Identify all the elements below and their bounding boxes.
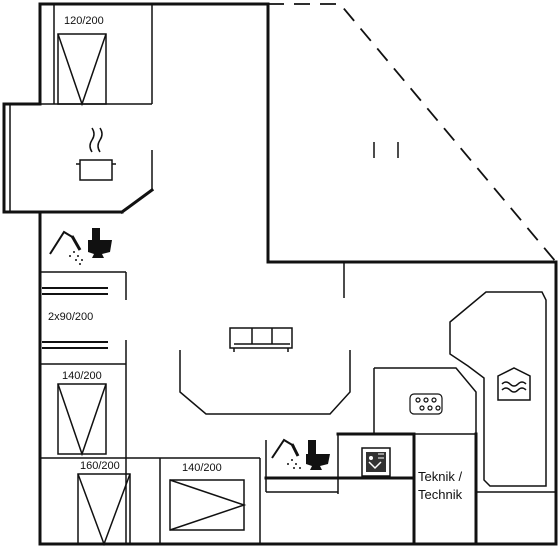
toilet-icon: [88, 228, 112, 258]
bed-size-label-bottom-left: 160/200: [80, 460, 120, 472]
toilet-icon: [306, 440, 330, 470]
bed-size-label-bunk: 2x90/200: [48, 311, 94, 323]
whirlpool-icon: [409, 393, 443, 415]
bed-top: [57, 33, 107, 107]
shower-icon: [271, 438, 301, 469]
interior-walls: [9, 4, 556, 544]
dining-area-outline: [179, 350, 351, 415]
bed-size-label-bottom-center: 140/200: [182, 462, 222, 474]
pool-icon: [497, 367, 531, 401]
technical-room-line1: Teknik /: [418, 469, 463, 484]
sauna-icon: [361, 447, 391, 477]
terrace-marks: [373, 142, 399, 158]
technical-room-label: Teknik / Technik: [418, 468, 462, 504]
bed-bottom-left: [77, 473, 131, 547]
technical-room-line2: Technik: [418, 487, 463, 502]
bed-size-label-top: 120/200: [64, 15, 104, 27]
bed-bottom-center: [169, 479, 247, 531]
sofa-icon: [229, 327, 293, 352]
bed-left-mid: [57, 383, 107, 457]
terrace-outline: [268, 3, 557, 263]
pool-outline: [449, 291, 547, 487]
bunk-bed: [42, 287, 108, 349]
stove-pot-icon: [76, 127, 116, 181]
bed-size-label-left-mid: 140/200: [62, 370, 102, 382]
shower-icon: [49, 230, 83, 265]
